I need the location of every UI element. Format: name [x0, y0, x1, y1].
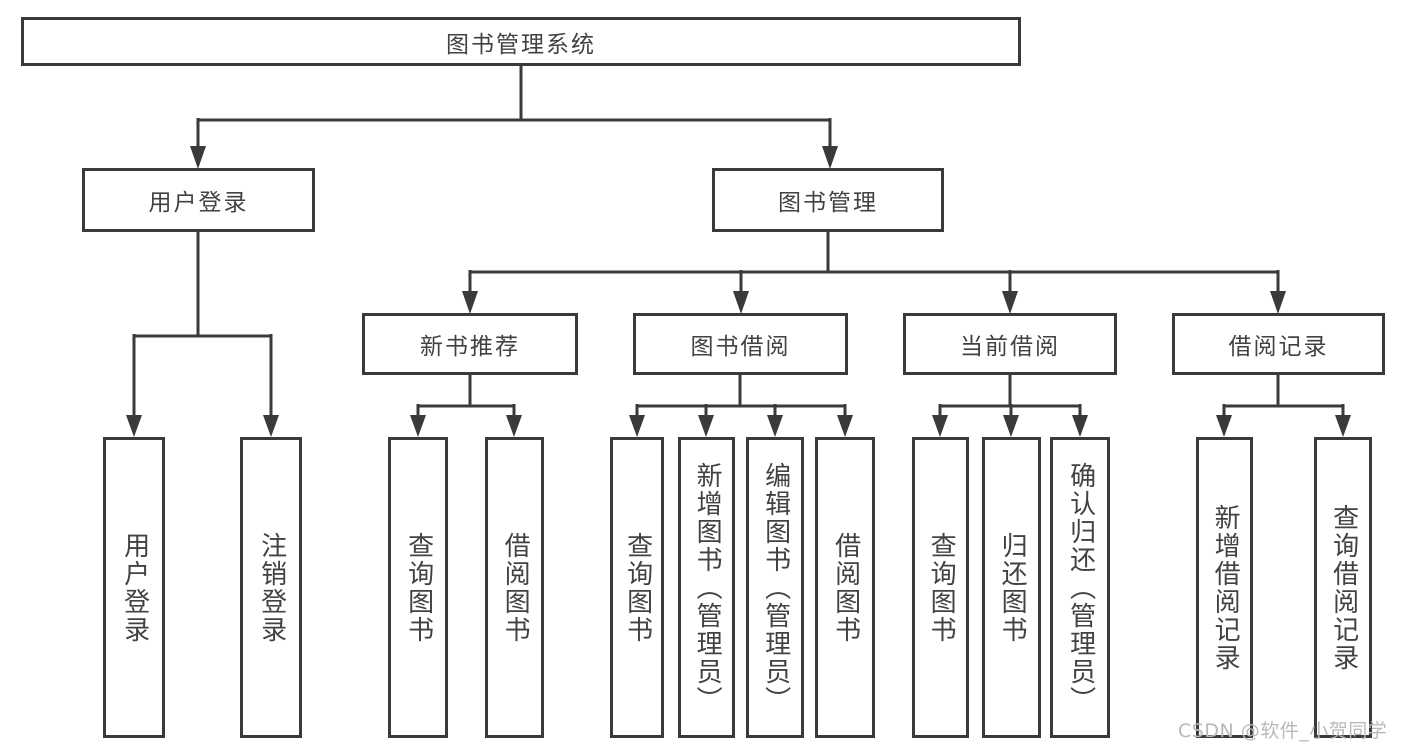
node-label: 借阅记录: [1228, 334, 1329, 360]
arrowhead: [1335, 415, 1351, 437]
node-label: 图书借阅: [690, 334, 791, 360]
arrowhead: [629, 415, 645, 437]
node-current-borrow: 当前借阅: [903, 313, 1117, 375]
node-leaf-borrow-book-2: 借阅图书: [815, 437, 875, 738]
arrowhead: [190, 146, 206, 169]
arrowhead: [1072, 415, 1088, 437]
node-new-book-recommend: 新书推荐: [362, 313, 578, 375]
node-label: 编辑图书（管理员）: [760, 461, 791, 714]
arrowhead: [698, 415, 714, 437]
node-label: 借阅图书: [830, 531, 861, 644]
node-label: 图书管理: [778, 190, 878, 216]
node-leaf-query-book-1: 查询图书: [388, 437, 448, 738]
node-label: 查询图书: [403, 531, 434, 644]
node-label: 新增借阅记录: [1210, 503, 1241, 672]
node-book-management: 图书管理: [712, 168, 944, 232]
node-label: 查询借阅记录: [1328, 503, 1359, 672]
arrowhead: [1216, 415, 1232, 437]
node-label: 归还图书: [997, 531, 1028, 644]
node-leaf-logout: 注销登录: [240, 437, 302, 738]
node-borrow-records: 借阅记录: [1172, 313, 1385, 375]
csdn-watermark: CSDN @软件_小贺同学: [1178, 720, 1388, 742]
node-label: 注销登录: [256, 531, 287, 644]
node-label: 查询图书: [622, 531, 653, 644]
arrowhead: [506, 415, 522, 437]
node-label: 用户登录: [119, 531, 150, 644]
arrowhead: [462, 291, 478, 314]
node-label: 借阅图书: [500, 531, 531, 644]
node-leaf-add-book-admin: 新增图书（管理员）: [678, 437, 735, 738]
node-leaf-query-book-2: 查询图书: [610, 437, 664, 738]
node-leaf-edit-book-admin: 编辑图书（管理员）: [746, 437, 804, 738]
node-leaf-query-book-3: 查询图书: [912, 437, 969, 738]
node-label: 新书推荐: [420, 334, 520, 360]
node-leaf-query-borrow-record: 查询借阅记录: [1314, 437, 1372, 738]
node-user-login: 用户登录: [82, 168, 315, 232]
node-leaf-user-login: 用户登录: [103, 437, 165, 738]
arrowhead: [733, 291, 749, 314]
arrowhead: [126, 415, 142, 437]
arrowhead: [1270, 291, 1286, 314]
arrowhead: [1003, 415, 1019, 437]
node-label: 新增图书（管理员）: [692, 461, 723, 714]
arrowhead: [767, 415, 783, 437]
arrowhead: [822, 146, 838, 169]
arrowhead: [932, 415, 948, 437]
node-label: 图书管理系统: [446, 31, 596, 58]
arrowhead: [410, 415, 426, 437]
arrowhead: [837, 415, 853, 437]
node-book-borrow: 图书借阅: [633, 313, 848, 375]
arrowhead: [263, 415, 279, 437]
node-library-management-system: 图书管理系统: [21, 17, 1021, 66]
arrowhead: [1002, 291, 1018, 314]
node-label: 当前借阅: [960, 334, 1060, 360]
node-leaf-add-borrow-record: 新增借阅记录: [1196, 437, 1253, 738]
node-label: 确认归还（管理员）: [1065, 461, 1096, 714]
node-label: 查询图书: [926, 531, 957, 644]
node-label: 用户登录: [148, 190, 249, 216]
node-leaf-return-book: 归还图书: [982, 437, 1041, 738]
node-leaf-borrow-book-1: 借阅图书: [485, 437, 544, 738]
node-leaf-confirm-return-admin: 确认归还（管理员）: [1050, 437, 1110, 738]
